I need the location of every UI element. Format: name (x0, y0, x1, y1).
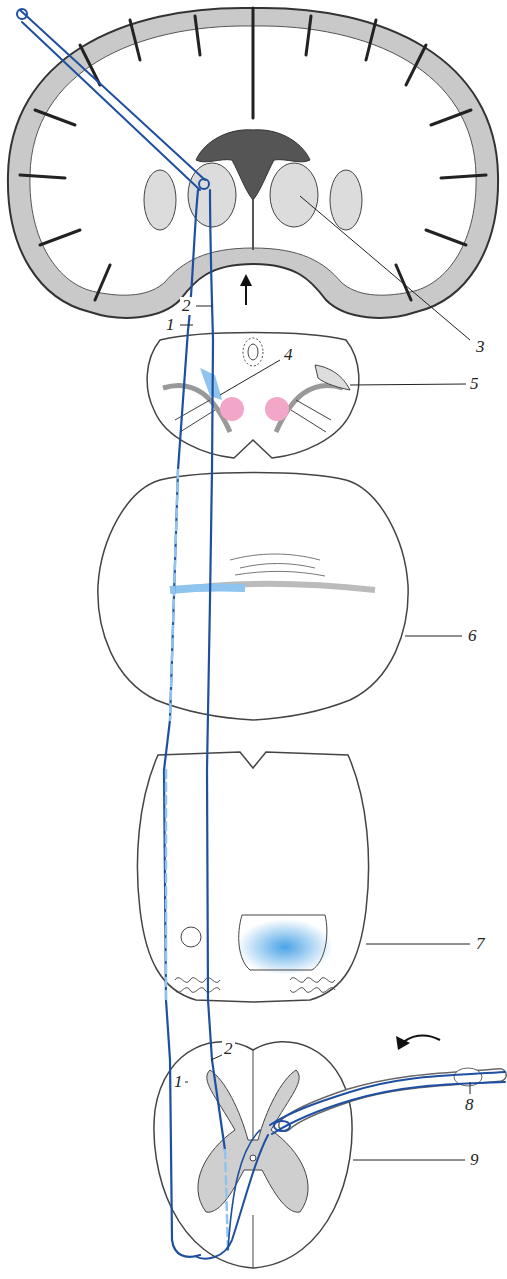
callout-number: 9 (468, 1151, 481, 1169)
callout-number: 5 (468, 375, 481, 393)
medulla-section (137, 752, 368, 1002)
callout-number: 2 (180, 297, 193, 315)
spinal-cord-section (154, 1042, 352, 1268)
brain-section (8, 8, 498, 318)
callout-number: 4 (282, 346, 295, 364)
callout-number: 2 (222, 1040, 235, 1058)
callout-number: 3 (474, 338, 487, 356)
direction-arrow (240, 274, 252, 305)
callout-number: 6 (466, 627, 479, 645)
callout-number: 7 (474, 935, 487, 953)
callout-number: 8 (463, 1096, 476, 1114)
callout-number: 1 (164, 316, 177, 334)
pons-section (98, 473, 408, 721)
midbrain-section (147, 333, 359, 459)
callout-number: 1 (172, 1073, 185, 1091)
sensory-pathway (17, 9, 505, 1259)
leader-lines (172, 196, 470, 1160)
